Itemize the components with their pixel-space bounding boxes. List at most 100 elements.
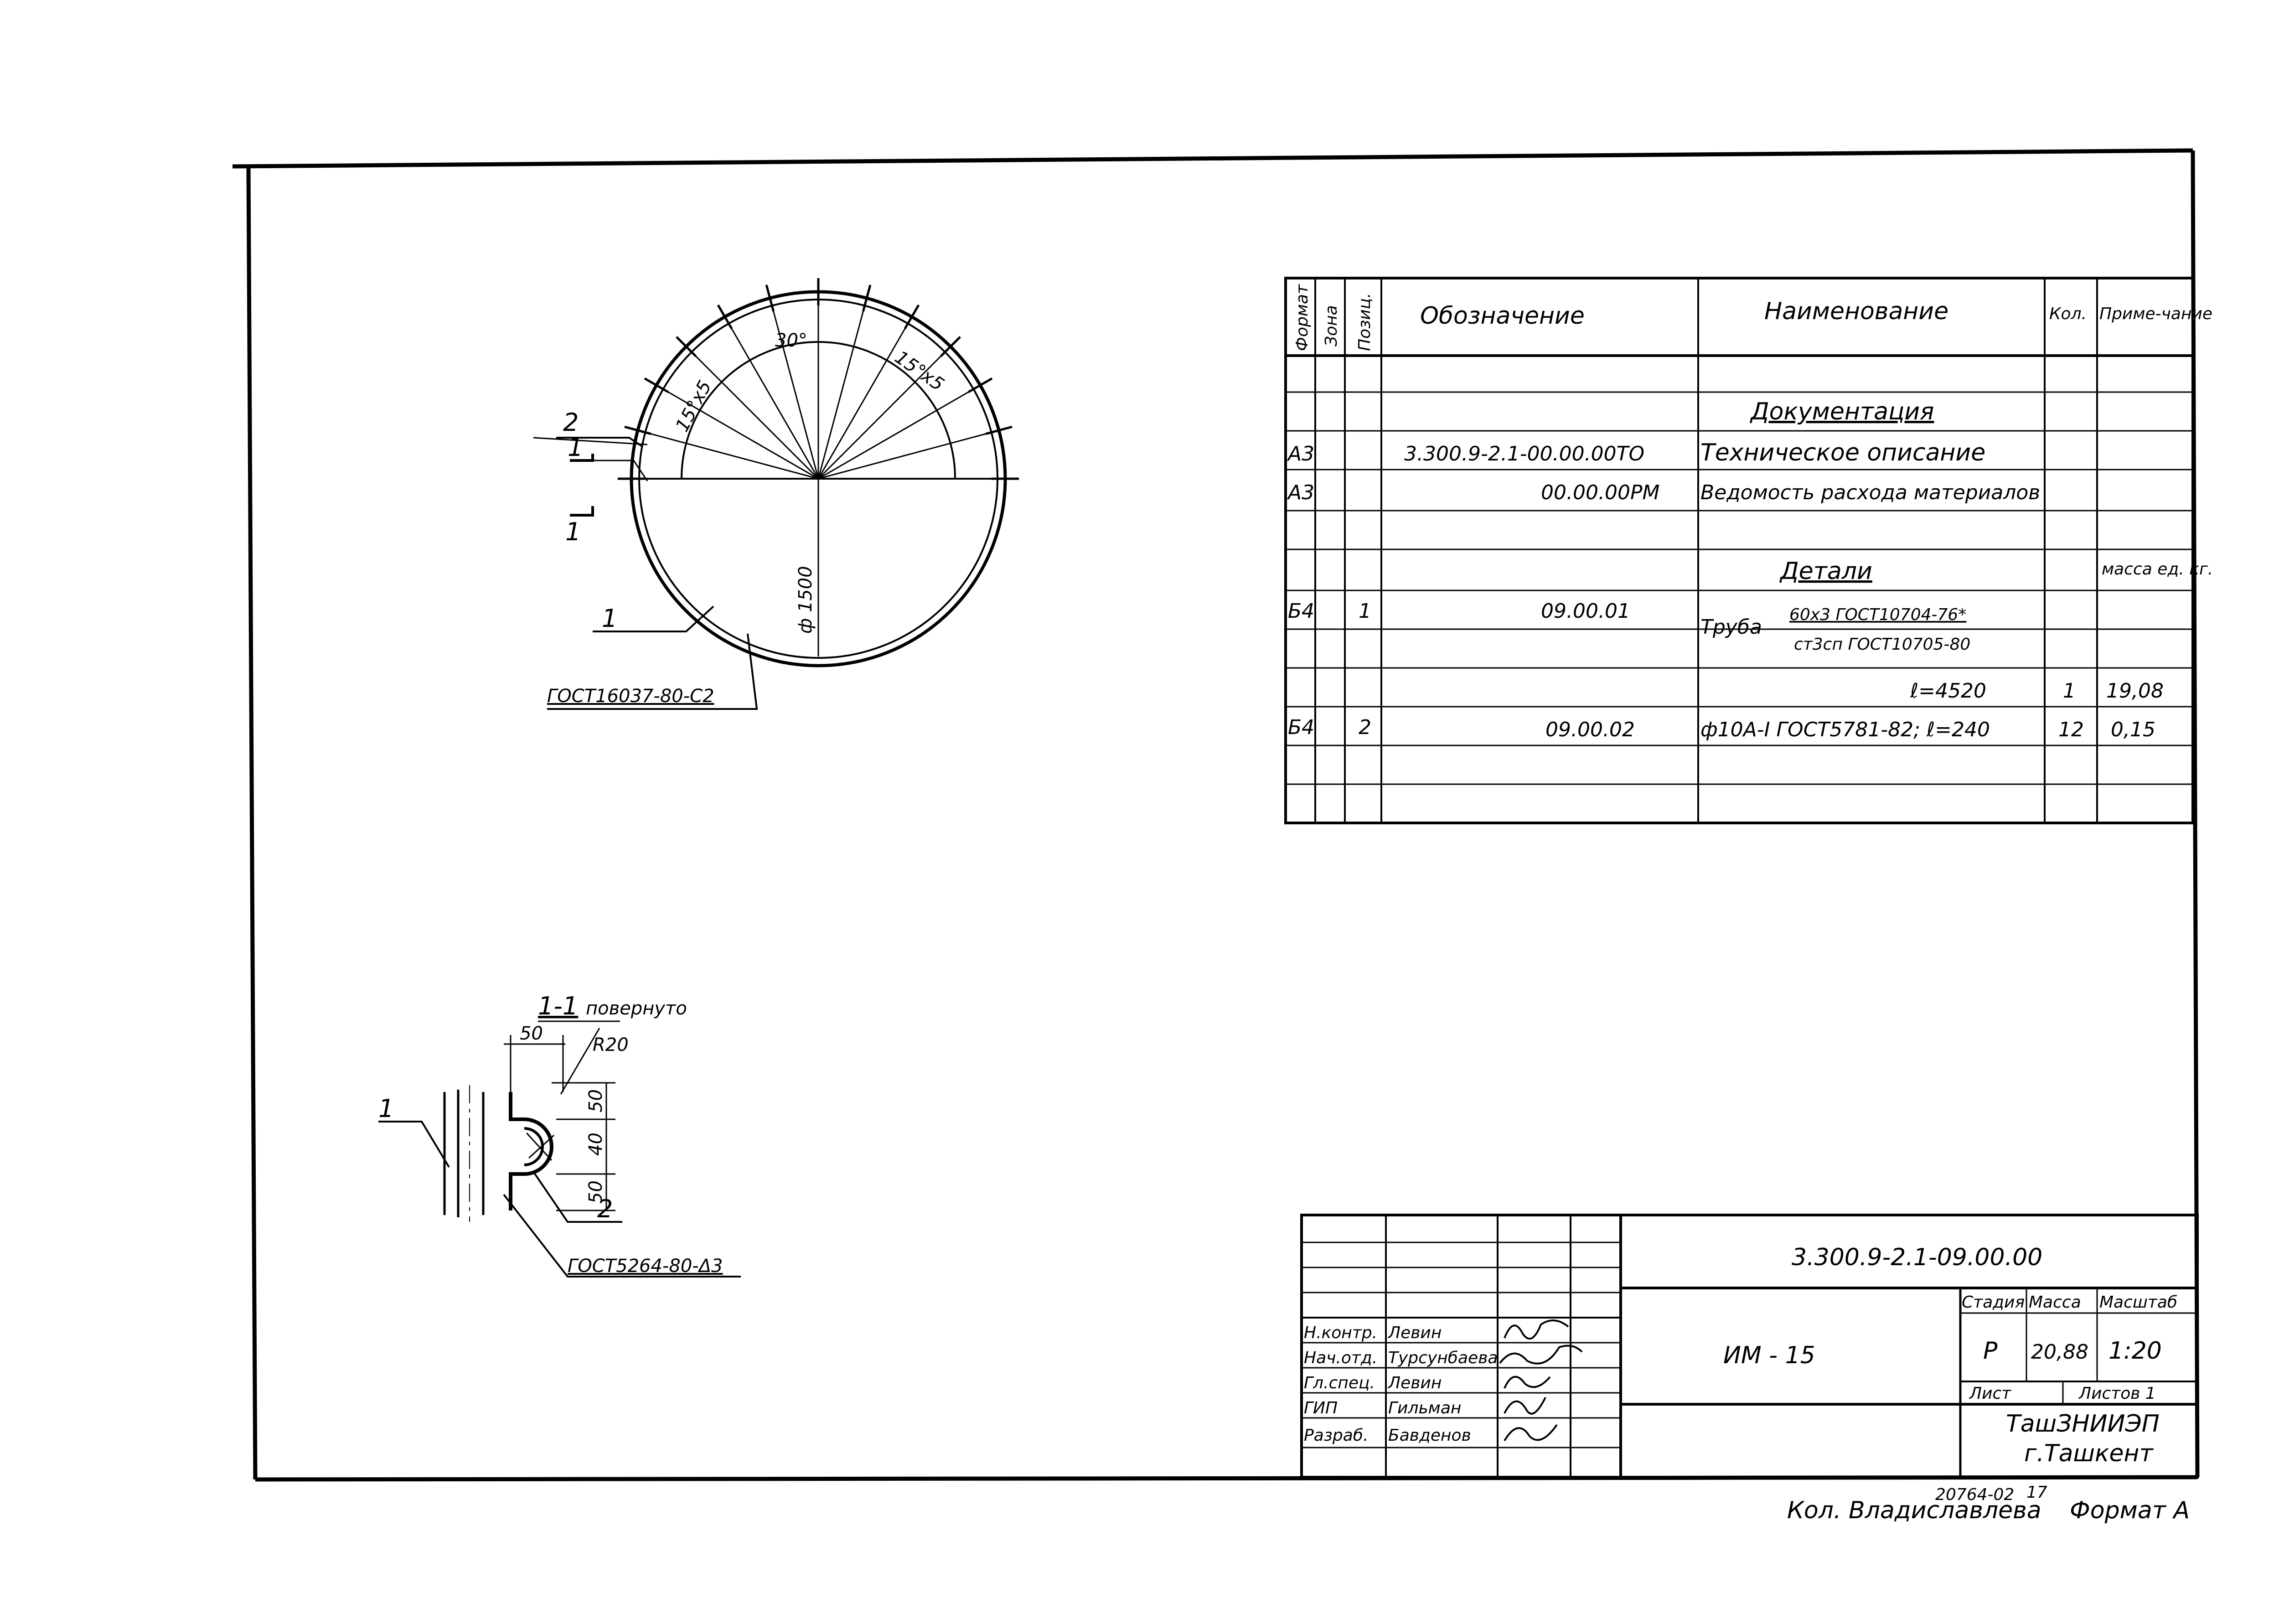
format-label: Формат А: [2070, 1497, 2190, 1524]
radial-line: [771, 305, 819, 479]
signatures: [1499, 1319, 1583, 1442]
bracket-loop: [509, 1092, 553, 1210]
row3-name-prefix: Труба: [1700, 615, 1762, 639]
row2-name: Ведомость расхода материалов: [1700, 481, 2040, 504]
radius-label: R20: [593, 1034, 629, 1055]
weld-leader-line: [547, 633, 758, 710]
leader-2-label: 2: [563, 408, 579, 437]
radial-line: [818, 388, 974, 480]
bracket-tick: [985, 425, 1013, 435]
scale-label: Масштаб: [2099, 1293, 2177, 1312]
stage-label: Стадия: [1962, 1293, 2025, 1312]
spec-header-note: Приме-чание: [2099, 305, 2212, 323]
signer-4-role: ГИП: [1304, 1399, 1338, 1417]
row3-length: ℓ=4520: [1910, 679, 1986, 703]
leader-1-line: [593, 605, 714, 632]
org-name: ТашЗНИИЭП: [2006, 1410, 2160, 1438]
spec-table-text: Формат Зона Позиц. Обозначение Наименова…: [1287, 284, 2213, 741]
radial-lines: [618, 278, 1019, 480]
row2-format: А3: [1287, 481, 1314, 504]
mass-value: 20,88: [2031, 1340, 2088, 1364]
dim-50-top: 50: [520, 1023, 543, 1044]
spec-mass-note: масса ед. кг.: [2102, 560, 2213, 579]
drawing-title: ИМ - 15: [1723, 1342, 1815, 1369]
bracket-tick: [862, 284, 872, 312]
row4-qty: 12: [2058, 718, 2084, 741]
row1-name: Техническое описание: [1700, 439, 1985, 466]
row4-format: Б4: [1288, 716, 1314, 739]
spec-header-qty: Кол.: [2049, 305, 2087, 323]
drawing-code: 3.300.9-2.1-09.00.00: [1792, 1244, 2042, 1271]
scale-value: 1:20: [2108, 1337, 2162, 1365]
main-view: [533, 278, 1019, 710]
dim-40: 40: [585, 1133, 606, 1156]
row3-pos: 1: [1359, 600, 1371, 623]
section-mark-2-label: 1: [565, 517, 581, 546]
angle-30-label: 30°: [775, 330, 807, 351]
row3-designation: 09.00.01: [1541, 600, 1630, 623]
sheet-frame: [232, 148, 2200, 1482]
signature-5: [1504, 1424, 1558, 1442]
signer-2-name: Турсунбаева: [1388, 1349, 1498, 1367]
radial-line: [817, 352, 946, 480]
sheet-index: 17: [2026, 1483, 2047, 1502]
row1-format: А3: [1287, 442, 1314, 465]
copied-by: Кол. Владиславлева: [1787, 1497, 2041, 1524]
row4-pos: 2: [1359, 716, 1371, 739]
row3-name-bottom: ст3сп ГОСТ10705-80: [1794, 635, 1970, 654]
signer-1-name: Левин: [1387, 1324, 1442, 1342]
signature-3: [1504, 1376, 1551, 1389]
sheet-label: Лист: [1969, 1384, 2011, 1403]
spec-header-pos: Позиц.: [1355, 293, 1374, 351]
signer-5-role: Разраб.: [1304, 1426, 1368, 1445]
leader-2-ext: [533, 437, 648, 445]
spec-table: [1284, 277, 2194, 824]
row4-note: 0,15: [2111, 718, 2155, 741]
radial-line: [691, 352, 819, 480]
spec-section-docs: Документация: [1750, 398, 1934, 425]
radial-line: [817, 323, 909, 479]
section-title: 1-1: [538, 992, 578, 1020]
radial-line: [645, 431, 819, 480]
bracket-tick: [676, 336, 697, 357]
spec-section-parts: Детали: [1779, 558, 1872, 585]
bracket-tick: [940, 336, 961, 357]
title-block-text: 3.300.9-2.1-09.00.00 ИМ - 15 Стадия Масс…: [1304, 1244, 2177, 1467]
bracket-tick: [624, 425, 651, 435]
section-title-note: повернуто: [586, 998, 687, 1019]
bracket-tick: [904, 304, 920, 330]
bracket-tick: [644, 377, 669, 393]
dim-50-b: 50: [585, 1180, 606, 1204]
section-leader-1: 1: [378, 1094, 394, 1123]
row4-designation: 09.00.02: [1545, 718, 1635, 741]
radial-line: [817, 305, 866, 479]
signature-4: [1504, 1397, 1546, 1415]
radial-line: [728, 323, 819, 479]
row3-name-top: 60х3 ГОСТ10704-76*: [1789, 605, 1966, 624]
angle-15x5-left-label: 15°х5: [672, 377, 716, 435]
spec-header-designation: Обозначение: [1420, 302, 1585, 330]
radial-line: [818, 431, 992, 480]
row4-name: ф10А-I ГОСТ5781-82; ℓ=240: [1700, 718, 1990, 741]
title-block: [1300, 1214, 2199, 1479]
signer-1-role: Н.контр.: [1304, 1324, 1377, 1342]
spec-header-format: Формат: [1293, 284, 1312, 351]
section-view: [378, 1020, 741, 1277]
angle-15x5-right-label: 15°х5: [891, 347, 948, 396]
inventory-number: 20764-02: [1935, 1485, 2014, 1504]
row1-designation: 3.300.9-2.1-00.00.00ТО: [1404, 442, 1644, 465]
signer-4-name: Гильман: [1388, 1399, 1461, 1417]
row3-note: 19,08: [2106, 679, 2164, 703]
signer-5-name: Бавденов: [1388, 1426, 1471, 1445]
angle-arc: [681, 341, 956, 479]
row3-format: Б4: [1288, 600, 1314, 623]
bracket-tick: [765, 284, 775, 312]
spec-header-name: Наименование: [1764, 298, 1948, 325]
signature-1: [1504, 1319, 1569, 1340]
signer-2-role: Нач.отд.: [1304, 1349, 1377, 1367]
section-leader-2: 2: [597, 1195, 613, 1223]
leader-1-label: 1: [602, 604, 617, 633]
stage-value: Р: [1983, 1337, 1998, 1365]
org-city: г.Ташкент: [2024, 1440, 2154, 1467]
